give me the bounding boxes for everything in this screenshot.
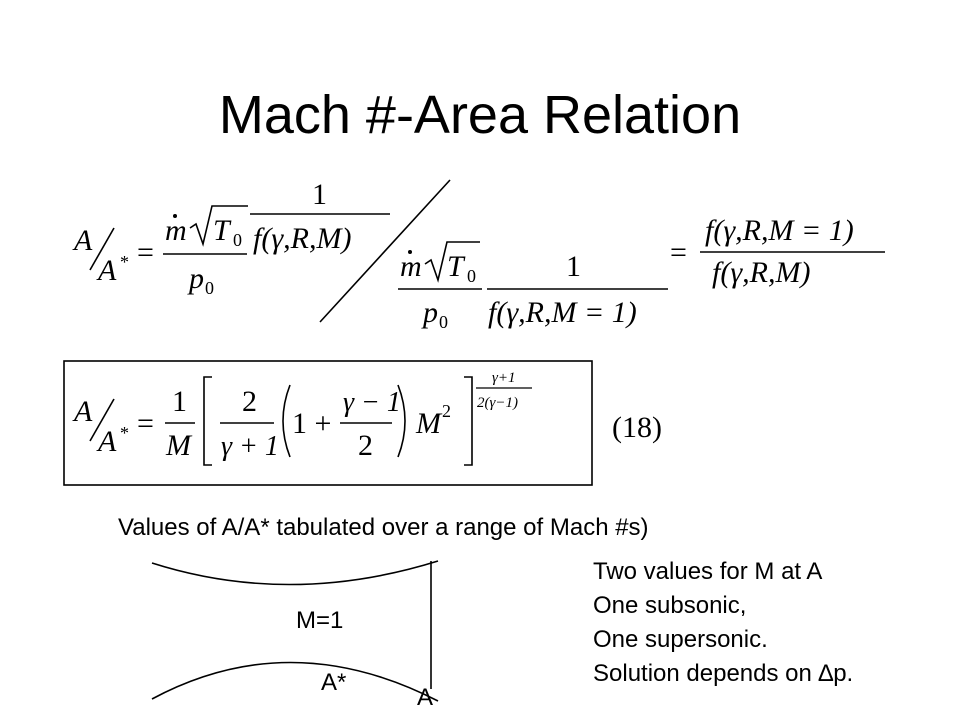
eq18-A-star: A — [96, 425, 117, 458]
eq18-M: M — [165, 429, 193, 462]
eq18-star: * — [120, 423, 129, 443]
eq18-number: (18) — [612, 411, 662, 444]
note-item: One subsonic, — [593, 592, 747, 619]
eq18-one-plus: 1 + — [292, 407, 331, 440]
nozzle-lower-wall — [151, 661, 439, 702]
eq1-mdot-b: m — [400, 250, 422, 283]
eq1-f-d: f(γ,R,M) — [712, 256, 810, 289]
note-item: Two values for M at A — [593, 558, 823, 585]
eq1-p0: p — [187, 262, 204, 295]
eq18-gamma-plus-1: γ + 1 — [221, 431, 279, 462]
eq18-M-sq: M — [415, 407, 443, 440]
nozzle-upper-wall — [151, 560, 439, 586]
eq1-equals: = — [137, 236, 154, 269]
astar-label: A* — [321, 669, 347, 696]
eq1-mdot: m — [165, 214, 187, 247]
eq18-equals: = — [137, 407, 154, 440]
eq1-f-a: f(γ,R,M) — [253, 222, 351, 255]
note-item: Solution depends on ∆p. — [593, 660, 854, 687]
derivation-equation: A A * = m T 0 p 0 1 f(γ,R,M) m T 0 p 0 1… — [72, 178, 885, 330]
eq18-two-b: 2 — [358, 429, 373, 462]
eq1-one-a: 1 — [312, 178, 327, 211]
eq1-p0-b: p — [421, 296, 438, 329]
eq1-A: A — [72, 224, 93, 257]
eq1-f-b: f(γ,R,M = 1) — [488, 296, 637, 329]
throat-label: M=1 — [296, 607, 344, 634]
eq18-gamma-minus-1: γ − 1 — [343, 387, 401, 418]
eq1-T-sub: 0 — [233, 230, 242, 250]
caption-text: Values of A/A* tabulated over a range of… — [118, 514, 649, 541]
eq18-sq: 2 — [442, 401, 451, 421]
eq18-exp-den: 2(γ−1) — [477, 395, 518, 411]
eq1-p-sub: 0 — [205, 278, 214, 298]
eq1-T0: T — [213, 214, 232, 247]
a-label: A — [417, 684, 434, 711]
eq1-p-sub-b: 0 — [439, 312, 448, 330]
eq1-f-c: f(γ,R,M = 1) — [705, 214, 854, 247]
eq1-T0-b: T — [447, 250, 466, 283]
eq1-A-star: A — [96, 254, 117, 287]
eq18-one: 1 — [172, 385, 187, 418]
slide-title: Mach #-Area Relation — [218, 85, 742, 145]
notes-list: Two values for M at A One subsonic, One … — [593, 555, 853, 691]
eq18-exp-num: γ+1 — [492, 370, 516, 386]
eq18-two: 2 — [242, 385, 257, 418]
note-item: One supersonic. — [593, 626, 768, 653]
boxed-equation: A A * = 1 M 2 γ + 1 1 + γ − 1 2 M 2 γ+1 … — [63, 360, 662, 486]
eq1-equals-b: = — [670, 236, 687, 269]
nozzle-diagram — [151, 560, 439, 702]
eq1-one-b: 1 — [566, 250, 581, 283]
eq18-A: A — [72, 395, 93, 428]
eq1-star: * — [120, 252, 129, 272]
eq1-T-sub-b: 0 — [467, 266, 476, 286]
